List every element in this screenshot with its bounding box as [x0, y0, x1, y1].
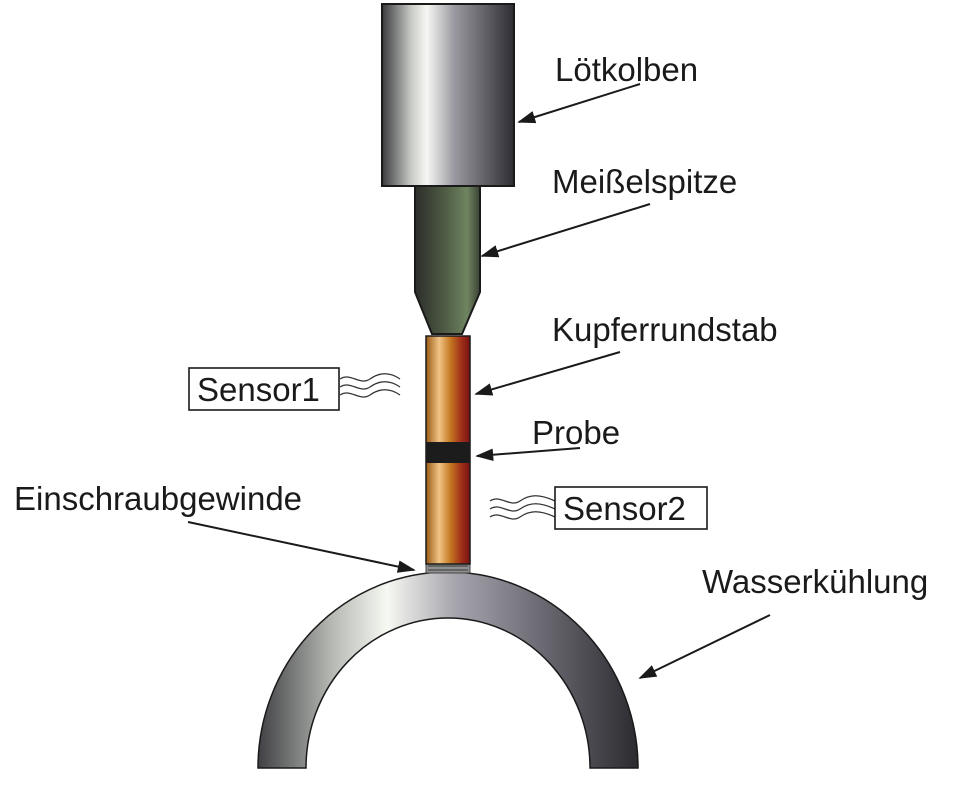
arrow-soldering-iron — [517, 83, 641, 124]
chisel-tip — [414, 185, 481, 335]
arrow-chisel-tip — [480, 203, 651, 258]
arrow-water-cooling — [638, 614, 771, 679]
sensor1-wave-lines — [339, 373, 401, 398]
label-sample: Probe — [532, 414, 620, 451]
sample-disc — [426, 442, 470, 463]
water-cooling-arch — [257, 571, 639, 769]
arrow-sample — [475, 447, 581, 462]
label-screw-thread: Einschraubgewinde — [14, 480, 302, 517]
label-sensor2: Sensor2 — [563, 490, 686, 527]
label-copper-rod: Kupferrundstab — [552, 311, 778, 348]
soldering-iron-body — [381, 3, 515, 187]
label-sensor1: Sensor1 — [197, 371, 320, 408]
label-chisel-tip: Meißelspitze — [552, 163, 737, 200]
arrow-screw-thread — [187, 521, 416, 573]
label-soldering-iron: Lötkolben — [555, 51, 698, 88]
sensor2-box — [554, 486, 708, 530]
sensor2-wave-lines — [489, 495, 556, 520]
label-water-cooling: Wasserkühlung — [702, 563, 928, 600]
arrow-copper-rod — [474, 351, 621, 396]
sensor1-box — [188, 367, 340, 411]
